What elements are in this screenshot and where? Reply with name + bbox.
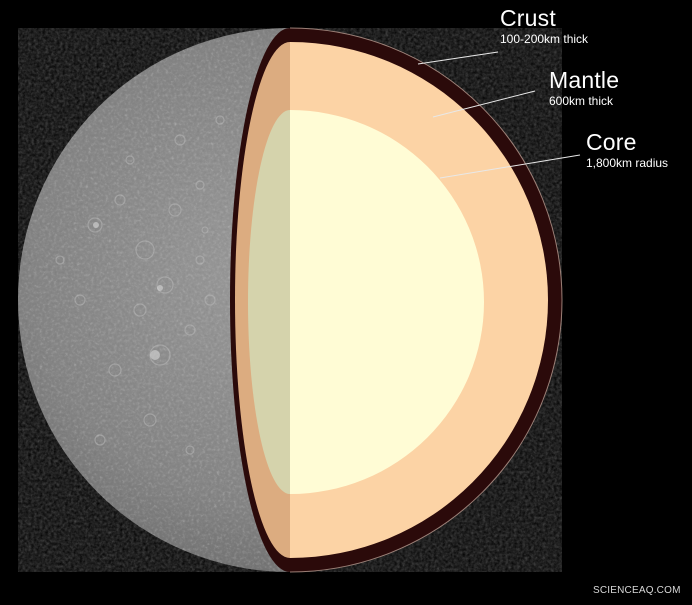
core-detail: 1,800km radius <box>586 156 669 170</box>
crust-label: Crust 100-200km thick <box>500 6 588 46</box>
mantle-detail: 600km thick <box>549 94 614 108</box>
crust-leader-line <box>417 51 499 65</box>
core-title: Core <box>586 129 637 155</box>
core-cut-face <box>248 110 290 494</box>
core-leader-line <box>439 154 581 179</box>
mantle-title: Mantle <box>549 67 620 93</box>
crust-title: Crust <box>500 5 556 31</box>
mantle-leader-line <box>432 90 536 118</box>
mantle-label: Mantle 600km thick <box>549 68 619 108</box>
cutaway-layers <box>230 27 563 573</box>
crust-detail: 100-200km thick <box>500 32 589 46</box>
watermark: SCIENCEAQ.COM <box>593 585 681 596</box>
core-layer <box>290 110 484 494</box>
core-label: Core 1,800km radius <box>586 130 668 170</box>
leader-lines <box>417 51 581 179</box>
